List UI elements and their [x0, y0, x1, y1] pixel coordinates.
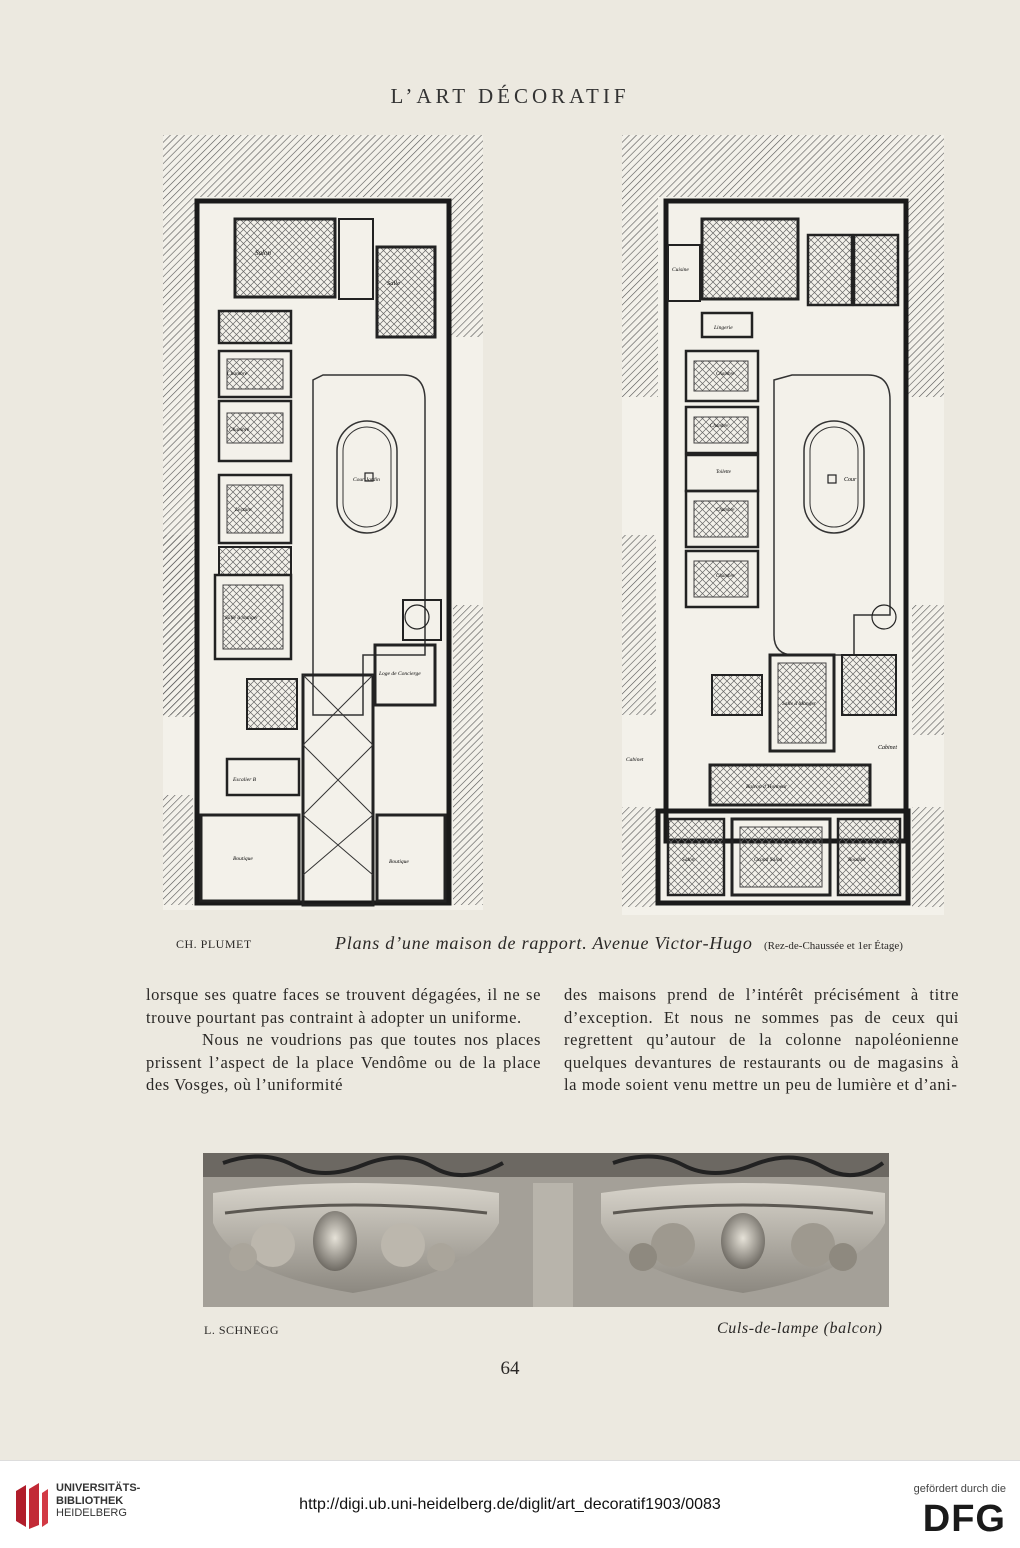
dfg-logo: DFG — [922, 1498, 1006, 1540]
library-logo-icon — [16, 1483, 48, 1529]
floor-plan-first-drawing: Cuisine Lingerie Chambre Chambre Toilett… — [622, 135, 944, 907]
label-loge: Loge de Concierge — [378, 671, 421, 677]
label-chambre-r2: Chambre — [710, 424, 729, 429]
digitization-footer: UNIVERSITÄTS- BIBLIOTHEK HEIDELBERG http… — [0, 1460, 1020, 1548]
label-escalier: Escalier B — [232, 777, 257, 783]
label-salle: Salle — [387, 280, 400, 287]
label-boutique-left: Boutique — [233, 856, 253, 862]
funding-label: gefördert durch die — [913, 1483, 1006, 1495]
paragraph: lorsque ses quatre faces se trouvent dég… — [146, 985, 541, 1027]
label-cour: Cour Jardin — [353, 477, 380, 483]
library-name-line: UNIVERSITÄTS- — [56, 1482, 141, 1494]
label-toilette: Toilette — [716, 470, 732, 475]
label-cour-r: Cour — [844, 477, 857, 483]
page-number: 64 — [500, 1358, 520, 1379]
permalink-url[interactable]: http://digi.ub.uni-heidelberg.de/diglit/… — [299, 1496, 721, 1513]
floor-plan-ground-drawing: Salon Salle Chambre Chambre Lecture Sall… — [163, 135, 483, 907]
label-chambre-r4: Chambre — [716, 574, 735, 579]
document-page: L’ART DÉCORATIF — [146, 84, 959, 1379]
label-boutique-right: Boutique — [389, 859, 409, 865]
library-name-line: HEIDELBERG — [56, 1507, 127, 1519]
label-cabinet-right: Cabinet — [878, 745, 897, 751]
library-name-line: BIBLIOTHEK — [56, 1494, 124, 1507]
label-cuisine: Cuisine — [672, 267, 689, 273]
label-cabinet-left: Cabinet — [626, 757, 644, 763]
label-salle-manger-r: Salle à Manger — [782, 701, 817, 707]
running-title: L’ART DÉCORATIF — [390, 84, 630, 108]
paragraph: des maisons prend de l’intérêt préciséme… — [564, 985, 959, 1094]
photo-caption: Culs-de-lampe (balcon) — [717, 1320, 883, 1337]
plan-credit: CH. PLUMET — [176, 937, 252, 951]
body-column-left: lorsque ses quatre faces se trouvent dég… — [146, 984, 541, 1097]
corbel-photograph-image — [203, 1153, 889, 1307]
photo-credit: L. SCHNEGG — [204, 1323, 280, 1337]
label-chambre-1: Chambre — [227, 371, 248, 377]
paragraph: Nous ne voudrions pas que toutes nos pla… — [146, 1030, 541, 1094]
label-balcon: Balcon d’Honneur — [746, 784, 788, 790]
label-chambre-r3: Chambre — [716, 508, 735, 513]
floor-plan-first: Cuisine Lingerie Chambre Chambre Toilett… — [622, 135, 944, 915]
label-salon: Salon — [255, 249, 271, 257]
label-chambre-2: Chambre — [229, 427, 250, 433]
plan-caption-note: (Rez-de-Chaussée et 1er Étage) — [764, 940, 903, 952]
label-lingerie: Lingerie — [713, 325, 733, 331]
label-boudoir: Boudoir — [848, 857, 867, 863]
floor-plan-ground: Salon Salle Chambre Chambre Lecture Sall… — [163, 135, 483, 910]
label-chambre-r1: Chambre — [716, 372, 735, 377]
corbel-photograph — [203, 1153, 889, 1307]
label-grand-salon: Grand Salon — [754, 857, 783, 863]
library-name: UNIVERSITÄTS- BIBLIOTHEK HEIDELBERG — [56, 1482, 140, 1520]
label-salon-r: Salon — [682, 857, 695, 863]
plan-caption: Plans d’une maison de rapport. Avenue Vi… — [335, 933, 753, 953]
label-lecture: Lecture — [234, 507, 252, 513]
body-column-right: des maisons prend de l’intérêt préciséme… — [564, 984, 959, 1097]
label-salle-manger: Salle à manger — [225, 615, 259, 621]
